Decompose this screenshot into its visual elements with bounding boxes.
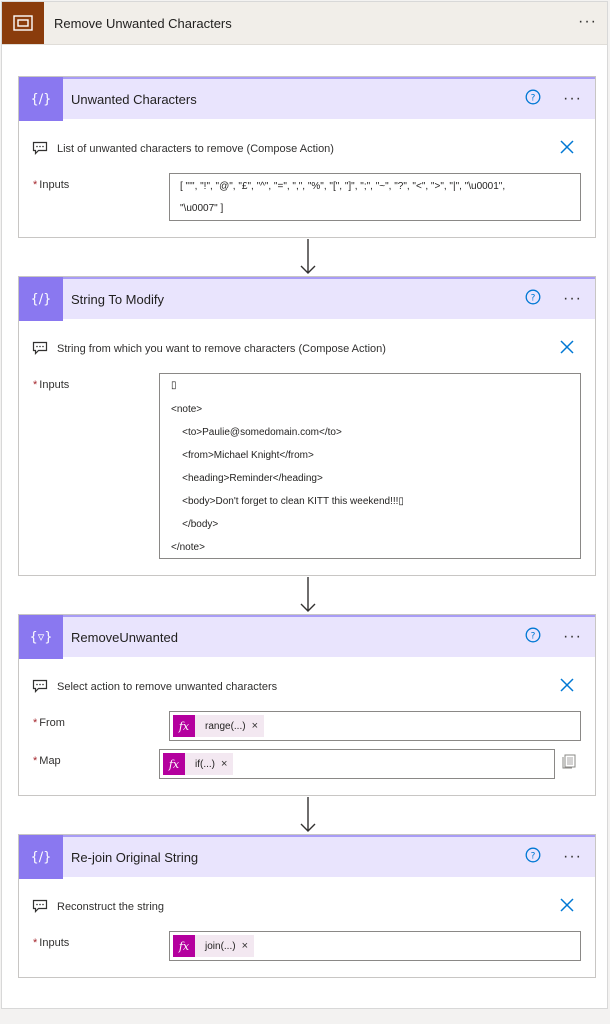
remove-token-icon[interactable]: × xyxy=(221,758,228,770)
card-title: Re-join Original String xyxy=(71,850,199,865)
svg-text:{∕}: {∕} xyxy=(31,92,52,107)
card-header[interactable]: {▿} RemoveUnwanted ? ··· xyxy=(19,615,595,659)
card-string-to-modify: {∕} String To Modify ? ··· String from w… xyxy=(18,276,596,576)
scope-header[interactable]: Remove Unwanted Characters ··· xyxy=(2,2,607,45)
svg-text:?: ? xyxy=(531,852,536,862)
svg-text:?: ? xyxy=(531,94,536,104)
scope-more-icon[interactable]: ··· xyxy=(578,13,597,30)
fx-icon: fx xyxy=(173,935,195,957)
flow-arrow xyxy=(298,797,318,840)
switch-to-text-mode-icon[interactable] xyxy=(561,753,577,769)
map-field[interactable]: fx if(...) × xyxy=(159,749,555,779)
inputs-field[interactable]: [ "'", "!", "@", "£", "^", "=", ",", "%"… xyxy=(169,173,581,221)
flow-arrow xyxy=(298,577,318,620)
field-label-inputs: *Inputs xyxy=(33,937,70,949)
card-remove-unwanted: {▿} RemoveUnwanted ? ··· Select action t… xyxy=(18,614,596,796)
inputs-field[interactable]: ▯ <note> <to>Paulie@somedomain.com</to> … xyxy=(159,373,581,559)
scope-icon xyxy=(2,2,44,44)
inputs-field[interactable]: fx join(...) × xyxy=(169,931,581,961)
from-field[interactable]: fx range(...) × xyxy=(169,711,581,741)
card-unwanted-characters: {∕} Unwanted Characters ? ··· List of un… xyxy=(18,76,596,238)
help-icon[interactable]: ? xyxy=(525,289,541,305)
card-more-icon[interactable]: ··· xyxy=(563,848,582,865)
compose-icon: {∕} xyxy=(19,77,63,121)
compose-icon: {∕} xyxy=(19,835,63,879)
card-rejoin-string: {∕} Re-join Original String ? ··· Recons… xyxy=(18,834,596,978)
comment-icon xyxy=(32,341,48,355)
card-more-icon[interactable]: ··· xyxy=(563,290,582,307)
close-icon[interactable] xyxy=(559,677,575,693)
close-icon[interactable] xyxy=(559,897,575,913)
card-header[interactable]: {∕} String To Modify ? ··· xyxy=(19,277,595,321)
help-icon[interactable]: ? xyxy=(525,89,541,105)
field-label-from: *From xyxy=(33,717,65,729)
scope-title: Remove Unwanted Characters xyxy=(54,16,232,31)
card-more-icon[interactable]: ··· xyxy=(563,90,582,107)
fx-icon: fx xyxy=(173,715,195,737)
card-note: Select action to remove unwanted charact… xyxy=(57,681,278,693)
field-label-map: *Map xyxy=(33,755,61,767)
remove-token-icon[interactable]: × xyxy=(241,940,248,952)
comment-icon xyxy=(32,679,48,693)
card-title: RemoveUnwanted xyxy=(71,630,178,645)
compose-icon: {∕} xyxy=(19,277,63,321)
close-icon[interactable] xyxy=(559,339,575,355)
expression-token[interactable]: fx if(...) × xyxy=(163,753,234,775)
svg-text:{▿}: {▿} xyxy=(30,630,52,645)
card-note: List of unwanted characters to remove (C… xyxy=(57,143,334,155)
comment-icon xyxy=(32,899,48,913)
field-label-inputs: *Inputs xyxy=(33,179,70,191)
svg-text:{∕}: {∕} xyxy=(31,850,52,865)
scope-container: Remove Unwanted Characters ··· {∕} Unwan… xyxy=(1,1,608,1009)
card-more-icon[interactable]: ··· xyxy=(563,628,582,645)
help-icon[interactable]: ? xyxy=(525,627,541,643)
fx-icon: fx xyxy=(163,753,185,775)
close-icon[interactable] xyxy=(559,139,575,155)
card-title: String To Modify xyxy=(71,292,164,307)
card-header[interactable]: {∕} Unwanted Characters ? ··· xyxy=(19,77,595,121)
card-note: Reconstruct the string xyxy=(57,901,164,913)
card-note: String from which you want to remove cha… xyxy=(57,343,386,355)
flow-arrow xyxy=(298,239,318,282)
svg-text:?: ? xyxy=(531,632,536,642)
expression-token[interactable]: fx join(...) × xyxy=(173,935,254,957)
comment-icon xyxy=(32,141,48,155)
card-header[interactable]: {∕} Re-join Original String ? ··· xyxy=(19,835,595,879)
remove-token-icon[interactable]: × xyxy=(251,720,259,732)
expression-token[interactable]: fx range(...) × xyxy=(173,715,265,737)
svg-text:?: ? xyxy=(531,294,536,304)
filter-icon: {▿} xyxy=(19,615,63,659)
help-icon[interactable]: ? xyxy=(525,847,541,863)
field-label-inputs: *Inputs xyxy=(33,379,70,391)
card-title: Unwanted Characters xyxy=(71,92,197,107)
svg-text:{∕}: {∕} xyxy=(31,292,52,307)
